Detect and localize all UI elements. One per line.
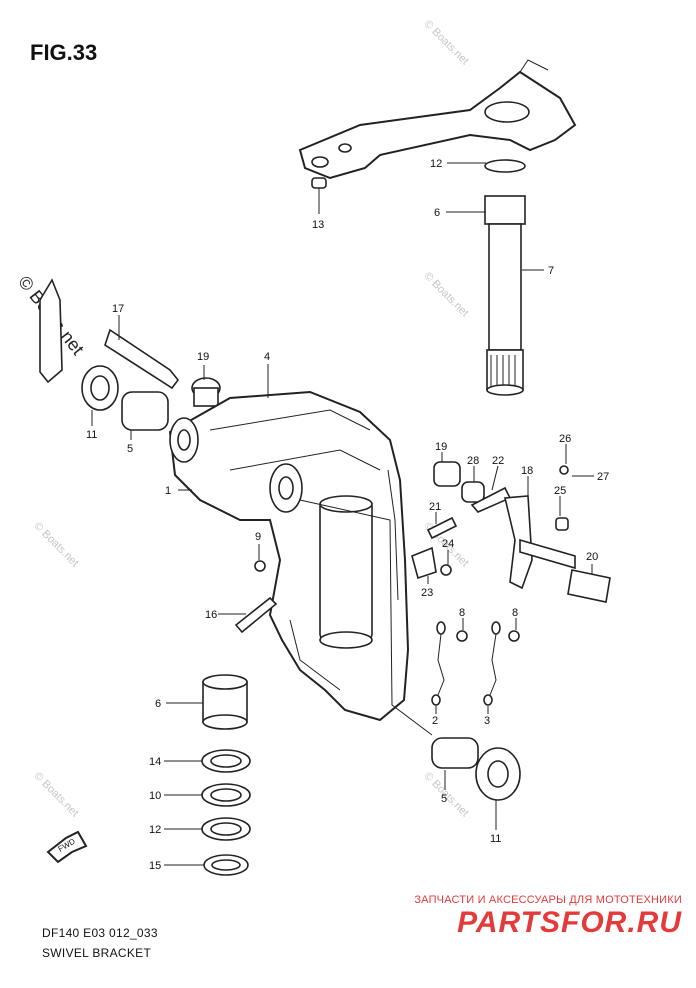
callout-1: 1 — [165, 485, 171, 497]
callout-6-top: 6 — [434, 207, 440, 219]
callout-2: 2 — [432, 715, 438, 727]
leader-lines — [91, 162, 594, 866]
callout-9: 9 — [255, 531, 261, 543]
callout-11-left: 11 — [86, 429, 97, 441]
callout-12-top: 12 — [430, 158, 442, 170]
callout-5-left: 5 — [127, 443, 133, 455]
callout-19-right: 19 — [435, 441, 447, 453]
brand-subtitle: ЗАПЧАСТИ И АКСЕССУАРЫ ДЛЯ МОТОТЕХНИКИ — [414, 894, 682, 906]
tilt-pin-assembly — [39, 278, 221, 431]
callout-21: 21 — [429, 501, 441, 513]
trim-parts — [234, 461, 611, 634]
steering-arm — [298, 59, 577, 180]
callout-16: 16 — [205, 609, 217, 621]
callout-12-bottom: 12 — [149, 824, 161, 836]
callout-7: 7 — [548, 265, 554, 277]
callout-19-left: 19 — [197, 351, 209, 363]
lower-bushing — [431, 737, 521, 801]
brand-logo: PARTSFOR.RU — [457, 906, 682, 939]
callout-17: 17 — [112, 303, 124, 315]
callout-22: 22 — [492, 455, 504, 467]
callout-10: 10 — [149, 790, 161, 802]
callout-6-bottom: 6 — [155, 698, 161, 710]
callout-25: 25 — [554, 485, 566, 497]
swivel-bracket-body — [168, 390, 410, 722]
callout-24: 24 — [442, 538, 454, 550]
callout-13: 13 — [312, 219, 324, 231]
callout-8-left: 8 — [459, 607, 465, 619]
callout-8-right: 8 — [512, 607, 518, 619]
steering-shaft — [484, 159, 526, 396]
callout-4: 4 — [264, 351, 270, 363]
callout-5-right: 5 — [441, 793, 447, 805]
callout-26: 26 — [559, 433, 571, 445]
grease-nipple — [311, 177, 327, 200]
callout-14: 14 — [149, 756, 161, 768]
figure-caption: SWIVEL BRACKET — [42, 946, 152, 960]
figure-title: FIG.33 — [30, 40, 98, 65]
callout-20: 20 — [586, 551, 598, 563]
callout-3: 3 — [484, 715, 490, 727]
callout-11-right: 11 — [490, 833, 501, 845]
callout-15: 15 — [149, 860, 161, 872]
callout-18: 18 — [521, 465, 533, 477]
figure-code: DF140 E03 012_033 — [42, 926, 158, 940]
callout-28: 28 — [467, 455, 479, 467]
callout-23: 23 — [421, 587, 433, 599]
bushing-stack — [201, 674, 251, 876]
callout-27: 27 — [597, 471, 609, 483]
ground-wires — [431, 621, 520, 706]
callout-numbers: 12 6 7 13 17 19 4 11 5 1 19 28 22 26 27 … — [86, 158, 609, 872]
forward-arrow-icon: FWD — [46, 830, 88, 864]
assembly-line — [299, 499, 433, 736]
